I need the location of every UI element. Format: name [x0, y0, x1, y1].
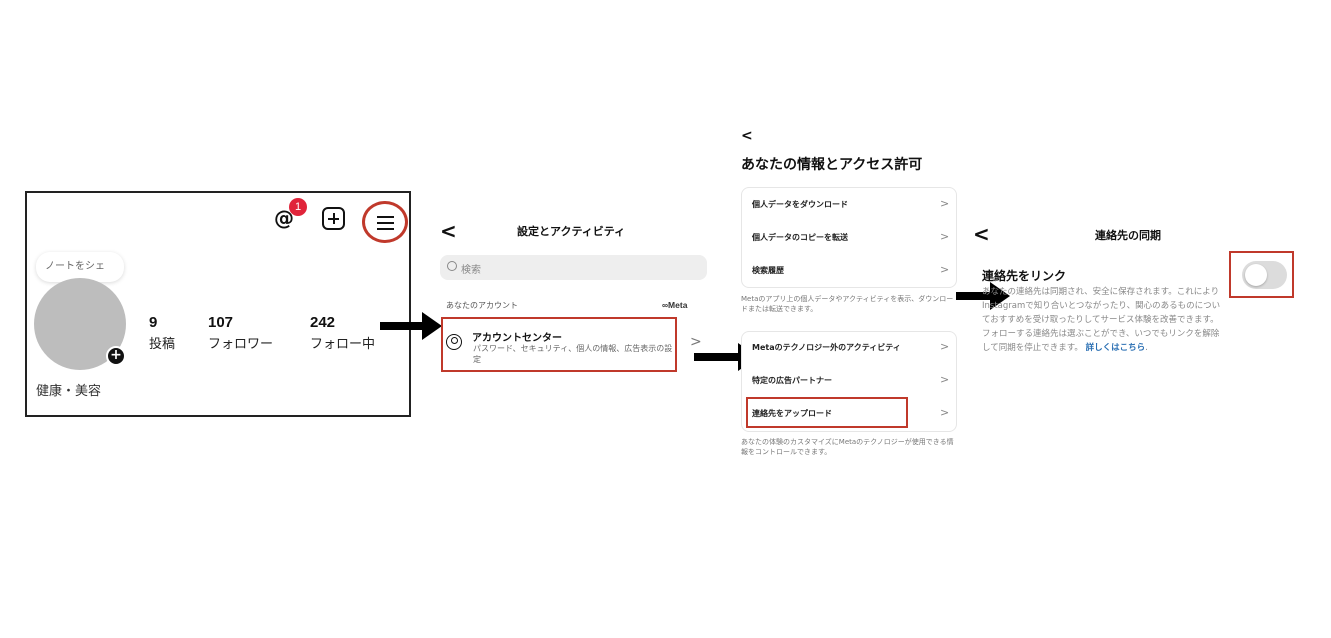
page-title: 連絡先の同期	[1095, 229, 1161, 242]
meta-logo: ∞Meta	[662, 300, 688, 310]
chevron-right-icon: >	[940, 340, 950, 353]
upload-contacts-item[interactable]: 連絡先をアップロード	[752, 409, 832, 418]
chevron-right-icon: >	[940, 197, 950, 210]
step-arrow-1	[380, 312, 442, 340]
activity-card	[741, 331, 957, 432]
page-title: 設定とアクティビティ	[517, 225, 626, 238]
threads-icon[interactable]: @	[274, 206, 294, 230]
hamburger-menu-icon[interactable]	[362, 201, 408, 243]
upload-contacts-highlight	[746, 397, 908, 428]
following-count[interactable]: 242	[310, 314, 336, 331]
transfer-data-item[interactable]: 個人データのコピーを転送	[752, 233, 848, 242]
chevron-right-icon: >	[940, 230, 950, 243]
accounts-center-title: アカウントセンター	[472, 333, 562, 344]
description-period: .	[1145, 343, 1148, 353]
following-label[interactable]: フォロー中	[310, 337, 376, 352]
chevron-right-icon: >	[690, 334, 702, 350]
followers-count[interactable]: 107	[208, 314, 234, 331]
chevron-right-icon: >	[940, 406, 950, 419]
followers-label[interactable]: フォロワー	[208, 337, 274, 352]
accounts-center-subtitle: パスワード、セキュリティ、個人の情報、広告表示の設定	[473, 344, 673, 364]
add-story-icon[interactable]: +	[106, 346, 126, 366]
toggle-knob[interactable]	[1245, 264, 1267, 286]
learn-more-link[interactable]: 詳しくはこちら	[1085, 343, 1146, 353]
back-icon[interactable]: <	[973, 222, 990, 246]
description-text: あなたの連絡先は同期され、安全に保存されます。これによりInstagramで知り…	[982, 287, 1221, 353]
activity-card-note: あなたの体験のカスタマイズにMetaのテクノロジーが使用できる情報をコントロール…	[741, 438, 954, 456]
download-data-item[interactable]: 個人データをダウンロード	[752, 200, 848, 209]
search-input[interactable]	[440, 255, 707, 280]
search-placeholder: 検索	[461, 265, 481, 276]
step-arrow-3	[956, 282, 1010, 310]
search-history-item[interactable]: 検索履歴	[752, 266, 784, 275]
notification-badge: 1	[289, 198, 307, 216]
back-icon[interactable]: <	[440, 219, 457, 243]
posts-label: 投稿	[149, 337, 176, 352]
step-arrow-2	[694, 343, 758, 371]
connect-contacts-heading: 連絡先をリンク	[982, 269, 1067, 283]
create-post-icon[interactable]	[322, 207, 345, 230]
section-label: あなたのアカウント	[446, 301, 518, 310]
search-icon	[447, 261, 457, 271]
data-card	[741, 187, 957, 288]
posts-count: 9	[149, 314, 158, 331]
user-circle-icon	[446, 334, 462, 350]
page-title: あなたの情報とアクセス許可	[741, 157, 923, 173]
toggle-highlight	[1229, 251, 1294, 298]
ad-partners-item[interactable]: 特定の広告パートナー	[752, 376, 832, 385]
note-bubble[interactable]: ノートをシェ	[36, 252, 124, 282]
chevron-right-icon: >	[940, 373, 950, 386]
connect-contacts-description: あなたの連絡先は同期され、安全に保存されます。これによりInstagramで知り…	[982, 285, 1227, 355]
off-meta-activity-item[interactable]: Metaのテクノロジー外のアクティビティ	[752, 343, 901, 352]
accounts-center-item[interactable]	[441, 317, 677, 372]
back-icon[interactable]: <	[741, 128, 753, 144]
profile-category: 健康・美容	[36, 384, 102, 399]
chevron-right-icon: >	[940, 263, 950, 276]
data-card-note: Metaのアプリ上の個人データやアクティビティを表示、ダウンロードまたは転送でき…	[741, 295, 954, 313]
